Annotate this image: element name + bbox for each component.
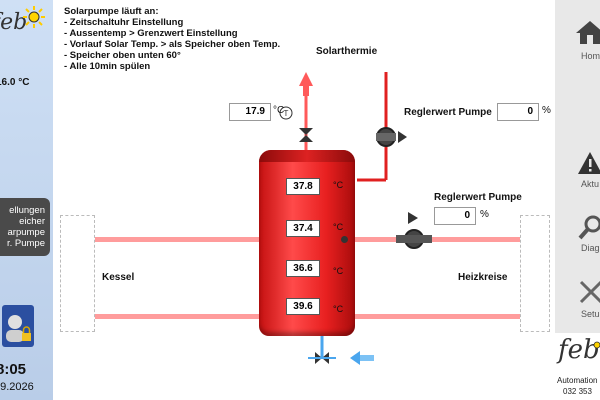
sun-icon: [23, 6, 45, 28]
brand-box: feb Automation 032 353: [555, 333, 600, 400]
menu-line: ellungen: [9, 205, 45, 216]
home-icon: [576, 21, 600, 44]
solar-pump-label: Reglerwert Pumpe: [404, 107, 492, 118]
storage-tank-top: [259, 150, 355, 162]
kessel-return-pipe: [93, 314, 259, 319]
solar-supply-arrow: [299, 72, 313, 86]
temp-sensor-icon: [279, 106, 293, 120]
kessel-connection: [60, 215, 95, 332]
condition-line: - Aussentemp > Grenzwert Einstellung: [64, 28, 238, 39]
feb-logo: feb: [0, 10, 28, 35]
heating-return-pipe: [355, 314, 520, 319]
tank-temp-4: 39.6: [286, 298, 320, 315]
search-icon: [578, 215, 600, 240]
kessel-label: Kessel: [102, 272, 135, 283]
tank-temp-3: 36.6: [286, 260, 320, 277]
condition-title: Solarpumpe läuft an:: [64, 6, 159, 17]
setup-label: Setu: [581, 309, 600, 319]
svg-text:T: T: [284, 109, 289, 118]
tank-sensor-icon: [341, 236, 348, 243]
heizkreise-label: Heizkreise: [458, 272, 508, 283]
tools-icon: [579, 280, 600, 304]
heating-pump-label: Reglerwert Pumpe: [434, 192, 522, 203]
condition-line: - Vorlauf Solar Temp. > als Speicher obe…: [64, 39, 281, 50]
menu-line: arpumpe: [7, 227, 46, 238]
home-label: Hom: [581, 51, 600, 61]
alarm-button[interactable]: Aktu: [555, 145, 600, 195]
home-button[interactable]: Hom: [555, 15, 600, 65]
tank-temp-unit: °C: [333, 304, 344, 314]
condition-line: - Speicher oben unten 60°: [64, 50, 181, 61]
alarm-label: Aktu: [581, 179, 600, 189]
condition-line: - Zeitschaltuhr Einstellung: [64, 17, 184, 28]
brand-phone: 032 353: [563, 387, 592, 396]
kessel-supply-pipe: [93, 237, 259, 242]
pump-conditions: Solarpumpe läuft an: - Zeitschaltuhr Ein…: [64, 6, 280, 72]
brand-text: Automation: [557, 376, 598, 385]
hydraulic-diagram: T: [64, 72, 547, 365]
menu-line: r. Pumpe: [6, 238, 45, 249]
sun-icon: [593, 341, 600, 349]
menu-button-settings[interactable]: ellungen eicher arpumpe r. Pumpe: [0, 198, 50, 256]
heating-pump-unit: %: [480, 209, 489, 220]
solar-pump-icon: [376, 127, 407, 147]
tank-temp-unit: °C: [333, 180, 344, 190]
tank-temp-1: 37.8: [286, 178, 320, 195]
heating-connection: [520, 215, 550, 332]
condition-line: - Alle 10min spülen: [64, 61, 151, 72]
outdoor-temp: 16.0 °C: [0, 77, 30, 88]
user-lock-icon: [6, 315, 31, 342]
solar-pump-value[interactable]: 0: [497, 103, 539, 121]
user-login-button[interactable]: [2, 305, 34, 347]
brand-logo: feb: [558, 335, 600, 365]
heating-pump-value[interactable]: 0: [434, 207, 476, 225]
tank-temp-2: 37.4: [286, 220, 320, 237]
tank-temp-unit: °C: [333, 222, 344, 232]
solar-pump-unit: %: [542, 105, 551, 116]
heating-pump-icon: [396, 212, 432, 249]
solar-temp-unit: °C: [273, 105, 285, 116]
solar-valve-icon: [299, 128, 313, 142]
warning-icon: [578, 152, 600, 174]
solarthermie-label: Solarthermie: [316, 46, 378, 57]
diagnostics-button[interactable]: Diagn: [555, 210, 600, 260]
menu-line: eicher: [19, 216, 45, 227]
clock-time: 8:05: [0, 361, 27, 378]
cold-water-arrow-icon: [350, 351, 374, 365]
diagnostics-label: Diagn: [581, 243, 600, 253]
solar-temp-value: 17.9: [229, 103, 271, 121]
tank-temp-unit: °C: [333, 266, 344, 276]
clock-date: 09.2026: [0, 381, 34, 393]
setup-button[interactable]: Setu: [555, 275, 600, 325]
left-sidebar: feb 16.0 °C ellungen eicher arpumpe r. P…: [0, 0, 53, 400]
heating-supply-pipe: [355, 237, 520, 242]
